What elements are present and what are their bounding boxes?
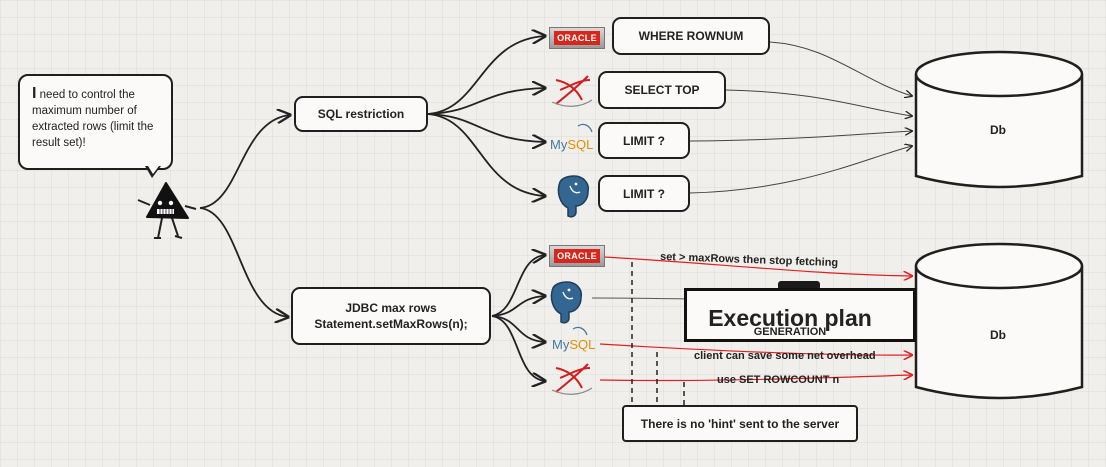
oracle-logo-bottom: ORACLE: [549, 245, 605, 267]
limit-mysql-box: LIMIT ?: [598, 122, 690, 159]
db-top-label: Db: [990, 123, 1006, 137]
mysql-sql: SQL: [567, 137, 594, 152]
jdbc-line1: JDBC max rows: [345, 301, 437, 315]
arrow-to-oracle-top: [427, 36, 545, 115]
bubble-text: need to control the maximum number of ex…: [32, 89, 154, 149]
red-arrow-mysql: [599, 343, 912, 355]
postgresql-logo-top: [557, 175, 590, 218]
oracle-logo-text: ORACLE: [554, 31, 600, 45]
oracle-logo-text: ORACLE: [554, 249, 600, 263]
note-mysql: client can save some net overhead: [694, 350, 876, 362]
line-select-top-db: [725, 89, 912, 116]
jdbc-max-rows-box: JDBC max rows Statement.setMaxRows(n);: [291, 287, 491, 345]
arrow-to-oracle-bottom: [491, 255, 545, 317]
no-hint-box: There is no 'hint' sent to the server: [622, 405, 858, 442]
oracle-logo-top: ORACLE: [549, 27, 605, 49]
red-arrow-oracle: [603, 256, 912, 276]
sql-restriction-box: SQL restriction: [294, 96, 428, 132]
arrow-to-mysql-top: [427, 113, 545, 142]
execution-plan-title: Execution plan: [708, 305, 872, 331]
mysql-logo-bottom: MySQL: [552, 337, 595, 352]
where-rownum-box: WHERE ROWNUM: [612, 17, 770, 55]
postgresql-logo-bottom: [550, 281, 583, 324]
db-bottom-label: Db: [990, 328, 1006, 342]
mysql-my: My: [552, 337, 570, 352]
mysql-dolphin-bottom: [572, 326, 588, 336]
select-top-label: SELECT TOP: [624, 83, 700, 97]
arrow-to-postgres-top: [427, 113, 545, 196]
jdbc-line2: Statement.setMaxRows(n);: [314, 317, 468, 331]
limit-postgres-label: LIMIT ?: [623, 186, 665, 201]
no-hint-label: There is no 'hint' sent to the server: [640, 416, 840, 431]
arrow-to-sqlserver-bottom: [491, 315, 545, 381]
triangle-character-icon: [137, 182, 197, 239]
select-top-box: SELECT TOP: [598, 71, 726, 109]
line-limit-postgres-db: [689, 146, 912, 194]
speech-bubble: I need to control the maximum number of …: [18, 74, 173, 170]
line-where-rownum-db: [769, 41, 912, 96]
limit-postgres-box: LIMIT ?: [598, 175, 690, 212]
arrow-to-jdbc: [199, 207, 288, 317]
note-sqlserver: use SET ROWCOUNT n: [717, 374, 840, 386]
db-cylinder-bottom: [914, 242, 1084, 400]
red-arrow-sqlserver: [599, 375, 912, 382]
sql-server-logo-bottom: [551, 363, 593, 395]
speech-bubble-tail-inner: [148, 166, 159, 174]
execution-plan-box: Execution plan GENERATION: [684, 288, 916, 342]
sql-server-logo-top: [551, 75, 593, 107]
mysql-my: My: [550, 137, 568, 152]
arrow-to-sql-restriction: [199, 115, 290, 209]
arrow-to-postgres-bottom: [491, 296, 545, 317]
line-limit-mysql-db: [689, 131, 912, 142]
sql-restriction-label: SQL restriction: [317, 107, 405, 121]
limit-mysql-label: LIMIT ?: [623, 133, 665, 148]
mysql-dolphin-top: [577, 123, 593, 133]
execution-plan-subtitle: GENERATION: [753, 326, 827, 338]
where-rownum-label: WHERE ROWNUM: [638, 29, 744, 43]
arrow-to-sqlserver-top: [427, 88, 545, 115]
db-cylinder-top: [914, 50, 1084, 189]
bubble-first-letter: I: [32, 85, 37, 102]
stop-block: [778, 281, 820, 290]
mysql-logo-top: MySQL: [550, 137, 593, 152]
mysql-sql: SQL: [569, 337, 596, 352]
arrow-to-mysql-bottom: [491, 315, 545, 342]
